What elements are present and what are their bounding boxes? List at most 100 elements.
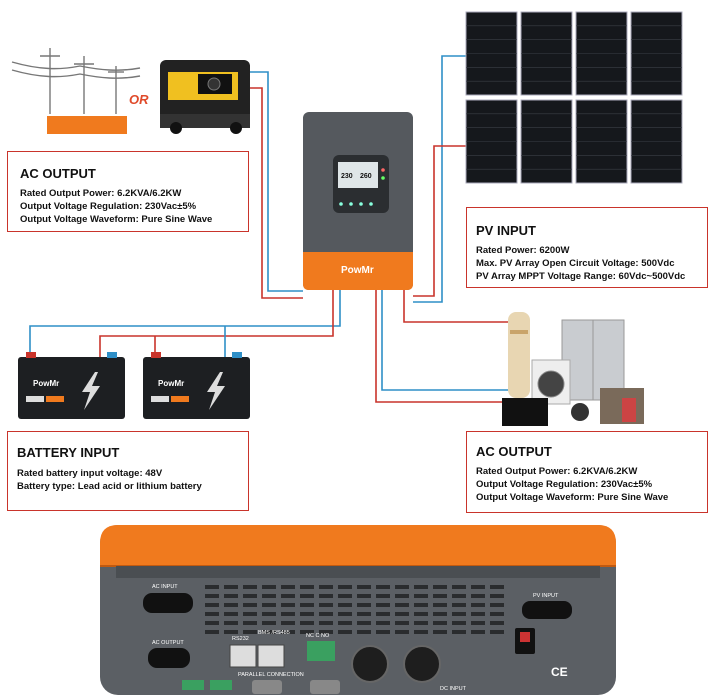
vent-slot xyxy=(281,594,295,598)
vent-slot xyxy=(414,585,428,589)
vent-slot xyxy=(319,603,333,607)
vent-slot xyxy=(490,594,504,598)
vent-slot xyxy=(243,612,257,616)
vent-slot xyxy=(395,585,409,589)
vent-slot xyxy=(300,612,314,616)
inverter-bottom-panel xyxy=(100,525,616,695)
vent-slot xyxy=(338,603,352,607)
vent-slot xyxy=(205,585,219,589)
vent-slot xyxy=(490,630,504,634)
inverter-brand: PowMr xyxy=(341,265,374,276)
vent-slot xyxy=(281,585,295,589)
vent-slot xyxy=(224,585,238,589)
vent-slot xyxy=(300,585,314,589)
vent-slot xyxy=(433,612,447,616)
battery-input-line-1: Rated battery input voltage: 48V xyxy=(17,468,163,479)
vent-slot xyxy=(414,630,428,634)
pv-input-box: PV INPUT Rated Power: 6200W Max. PV Arra… xyxy=(466,207,708,288)
ac-output-left-line-2: Output Voltage Regulation: 230Vac±5% xyxy=(20,201,197,212)
vent-slot xyxy=(452,585,466,589)
vent-slot xyxy=(471,603,485,607)
vent-slot xyxy=(243,585,257,589)
pv-input-line-2: Max. PV Array Open Circuit Voltage: 500V… xyxy=(476,258,675,269)
inverter-icon xyxy=(303,112,413,290)
vent-slot xyxy=(414,612,428,616)
vent-slot xyxy=(376,585,390,589)
vent-slot xyxy=(376,594,390,598)
label-rs232: RS232 xyxy=(232,636,249,642)
utility-poles-icon xyxy=(11,48,141,114)
vent-slot xyxy=(224,603,238,607)
wire-batt-red xyxy=(99,290,334,357)
vent-slot xyxy=(376,612,390,616)
vent-slot xyxy=(319,594,333,598)
ac-output-right-line-1: Rated Output Power: 6.2KVA/6.2KW xyxy=(476,466,638,477)
inverter-display-left: 230 xyxy=(341,173,353,180)
ac-output-box-right: AC OUTPUT Rated Output Power: 6.2KVA/6.2… xyxy=(466,431,708,513)
battery-icon xyxy=(18,352,125,419)
vent-slot xyxy=(262,621,276,625)
pv-input-title: PV INPUT xyxy=(476,223,536,238)
vent-slot xyxy=(205,603,219,607)
vent-slot xyxy=(338,594,352,598)
vent-slot xyxy=(281,612,295,616)
battery-input-box: BATTERY INPUT Rated battery input voltag… xyxy=(7,431,249,511)
vent-slot xyxy=(243,594,257,598)
vent-slot xyxy=(452,621,466,625)
solar-panels-icon xyxy=(465,11,683,184)
wire-ac-in-red xyxy=(245,87,303,299)
vent-slot xyxy=(243,603,257,607)
vent-slot xyxy=(300,621,314,625)
pv-input-line-3: PV Array MPPT Voltage Range: 60Vdc~500Vd… xyxy=(476,271,686,282)
vent-slot xyxy=(471,621,485,625)
vent-slot xyxy=(224,630,238,634)
vent-slot xyxy=(319,621,333,625)
vent-slot xyxy=(243,630,257,634)
vent-slot xyxy=(357,603,371,607)
label-bms: BMS /RS485 xyxy=(258,630,290,636)
wire-pv-red xyxy=(413,145,466,297)
vent-slot xyxy=(490,621,504,625)
ac-output-box-left: AC OUTPUT Rated Output Power: 6.2KVA/6.2… xyxy=(7,151,249,232)
vent-slot xyxy=(433,621,447,625)
vent-slot xyxy=(262,630,276,634)
vent-slot xyxy=(300,594,314,598)
vent-slot xyxy=(395,594,409,598)
ce-mark: CE xyxy=(551,665,568,679)
vent-slot xyxy=(414,603,428,607)
vent-slot xyxy=(433,630,447,634)
label-ac-input: AC INPUT xyxy=(152,584,178,590)
vent-slot xyxy=(376,630,390,634)
vent-slot xyxy=(224,594,238,598)
battery-brand-1: PowMr xyxy=(33,379,59,388)
vent-slot xyxy=(300,630,314,634)
ac-output-right-line-2: Output Voltage Regulation: 230Vac±5% xyxy=(476,479,653,490)
vent-slot xyxy=(490,612,504,616)
vent-slot xyxy=(338,585,352,589)
battery-input-line-2: Battery type: Lead acid or lithium batte… xyxy=(17,481,202,492)
vent-slot xyxy=(262,594,276,598)
vent-slot xyxy=(471,594,485,598)
wire-ac-out-blue xyxy=(381,290,520,391)
vent-slot xyxy=(490,603,504,607)
label-parallel: PARALLEL CONNECTION xyxy=(238,672,304,678)
label-dc-input: DC INPUT xyxy=(440,686,467,692)
ground-base xyxy=(47,116,127,134)
vent-slot xyxy=(243,621,257,625)
vent-slot xyxy=(395,630,409,634)
vent-slot xyxy=(452,612,466,616)
vent-slot xyxy=(357,630,371,634)
wire-pv-blue xyxy=(413,55,466,303)
battery-input-title: BATTERY INPUT xyxy=(17,445,120,460)
vent-slot xyxy=(414,594,428,598)
vent-slot xyxy=(471,630,485,634)
inverter-display-right: 260 xyxy=(360,173,372,180)
vent-slot xyxy=(281,630,295,634)
vent-slot xyxy=(338,612,352,616)
vent-slot xyxy=(471,585,485,589)
vent-slot xyxy=(319,585,333,589)
vent-slot xyxy=(338,621,352,625)
vent-slot xyxy=(414,621,428,625)
vent-slot xyxy=(262,612,276,616)
vent-slot xyxy=(300,603,314,607)
